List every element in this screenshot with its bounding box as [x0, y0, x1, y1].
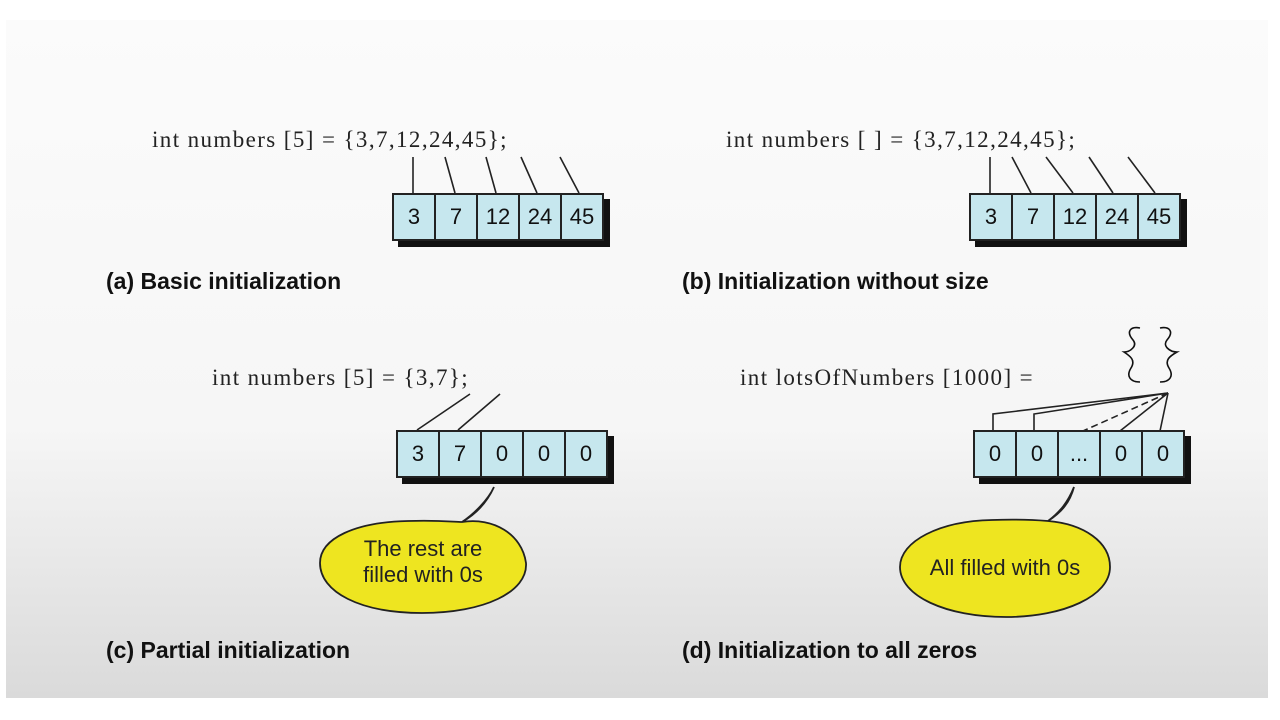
- array-cell: 24: [518, 193, 562, 241]
- caption-b: (b) Initialization without size: [682, 268, 989, 294]
- array-d: 0 0 ... 0 0: [973, 430, 1185, 478]
- panel-d-connectors: [992, 392, 1169, 432]
- array-cell: 24: [1095, 193, 1139, 241]
- array-cell: 0: [1099, 430, 1143, 478]
- array-cell: 7: [434, 193, 478, 241]
- array-cell: 0: [480, 430, 524, 478]
- array-cell: 3: [969, 193, 1013, 241]
- array-cell: 7: [1011, 193, 1055, 241]
- array-c: 3 7 0 0 0: [396, 430, 608, 478]
- panel-c-connectors: [416, 393, 501, 431]
- callout-bubble-d: [899, 486, 1111, 618]
- array-cell: 0: [1141, 430, 1185, 478]
- callout-text-d: All filled with 0s: [929, 555, 1081, 580]
- array-cell: 12: [476, 193, 520, 241]
- code-line-b: int numbers [ ] = {3,7,12,24,45};: [726, 127, 1077, 152]
- array-cell: 7: [438, 430, 482, 478]
- array-cell: 0: [973, 430, 1017, 478]
- array-a: 3 7 12 24 45: [392, 193, 604, 241]
- code-line-c: int numbers [5] = {3,7};: [212, 365, 470, 390]
- array-cell: ...: [1057, 430, 1101, 478]
- array-cell: 45: [560, 193, 604, 241]
- array-cell: 0: [564, 430, 608, 478]
- callout-text-c: The rest are filled with 0s: [363, 536, 483, 587]
- hand-drawn-braces-icon: [1121, 326, 1181, 383]
- caption-c: (c) Partial initialization: [106, 637, 351, 663]
- array-cell: 45: [1137, 193, 1181, 241]
- panel-b-connectors: [989, 156, 1156, 194]
- code-line-d: int lotsOfNumbers [1000] =: [740, 365, 1042, 390]
- array-b: 3 7 12 24 45: [969, 193, 1181, 241]
- array-cell: 0: [522, 430, 566, 478]
- callout-bubble-c: [319, 486, 527, 614]
- array-cell: 3: [392, 193, 436, 241]
- array-cell: 12: [1053, 193, 1097, 241]
- caption-d: (d) Initialization to all zeros: [682, 637, 978, 663]
- panel-a-connectors: [412, 156, 580, 194]
- array-cell: 3: [396, 430, 440, 478]
- code-line-a: int numbers [5] = {3,7,12,24,45};: [152, 127, 508, 152]
- array-cell: 0: [1015, 430, 1059, 478]
- caption-a: (a) Basic initialization: [106, 268, 342, 294]
